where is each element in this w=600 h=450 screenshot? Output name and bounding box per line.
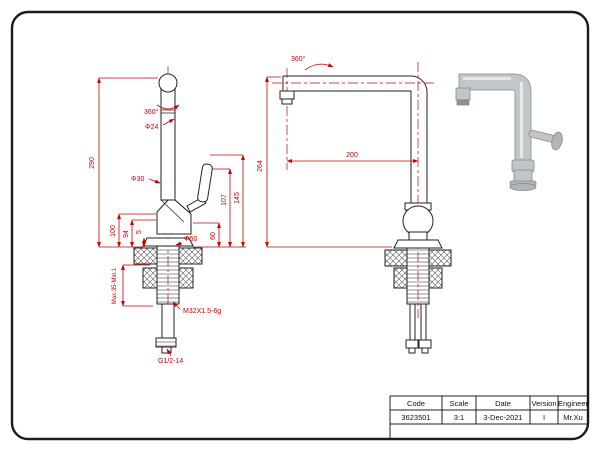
value-scale: 3:1 bbox=[454, 413, 464, 422]
body-detail bbox=[160, 199, 192, 223]
rendered-base-flange bbox=[509, 183, 537, 191]
hose-stub-1 bbox=[408, 347, 416, 354]
title-block: Code Scale Date Version Engineer 3623501… bbox=[389, 395, 589, 439]
inlet-fitting bbox=[155, 337, 177, 348]
arm-highlight bbox=[463, 77, 511, 80]
swivel-joint bbox=[161, 109, 175, 114]
leader-d30 bbox=[148, 178, 161, 184]
value-date: 3-Dec-2021 bbox=[483, 413, 522, 422]
ext-clamp bbox=[123, 264, 153, 307]
inlet-stub bbox=[161, 346, 172, 354]
dim-100-label: 100 bbox=[110, 225, 117, 237]
header-code: Code bbox=[407, 399, 425, 408]
hose-2 bbox=[420, 303, 427, 341]
dim-107-label: 107 bbox=[221, 194, 228, 206]
header-scale: Scale bbox=[450, 399, 469, 408]
dim-94-label: 94 bbox=[123, 230, 130, 238]
body-lower bbox=[408, 231, 428, 241]
faucet-body bbox=[156, 199, 192, 235]
counter-section-left bbox=[133, 247, 158, 265]
header-version: Version bbox=[531, 399, 556, 408]
locknut-right bbox=[178, 267, 194, 289]
counter-right-side bbox=[428, 249, 452, 267]
dim-d50-label: Φ50 bbox=[184, 236, 197, 243]
locknut-right-side bbox=[428, 267, 443, 289]
title-block-rows bbox=[389, 395, 588, 439]
escutcheon-side bbox=[393, 239, 443, 249]
dim-264-label: 264 bbox=[257, 160, 264, 172]
hose-stub-2 bbox=[421, 347, 429, 354]
aerator bbox=[281, 98, 293, 105]
rendered-view bbox=[455, 73, 563, 191]
front-view: 290 100 94 5 Max.35-Min.1 360° Φ24 Φ30 Φ… bbox=[89, 66, 246, 365]
dim-d30-label: Φ30 bbox=[131, 176, 144, 183]
leader-d50 bbox=[175, 241, 183, 246]
value-engineer: Mr.Xu bbox=[563, 413, 583, 422]
counter-section-right bbox=[178, 247, 203, 265]
value-version: I bbox=[543, 413, 545, 422]
threaded-shank bbox=[156, 245, 180, 305]
title-block-columns bbox=[441, 396, 559, 424]
rendered-aerator bbox=[456, 99, 470, 106]
locknut-left bbox=[142, 267, 158, 289]
dim-thread-label: M32X1.5-6g bbox=[183, 308, 221, 315]
handle-lever bbox=[197, 163, 213, 203]
header-engineer: Engineer bbox=[558, 399, 589, 408]
dim-360-side-label: 360° bbox=[291, 55, 306, 63]
spout-tube bbox=[160, 88, 176, 201]
dim-60-label: 60 bbox=[210, 232, 217, 240]
dim-d24-label: Φ24 bbox=[145, 124, 158, 131]
dim-clamp-label: Max.35-Min.1 bbox=[112, 267, 118, 304]
swivel-arc-side bbox=[304, 63, 334, 71]
spout-cap bbox=[158, 73, 178, 93]
hose-1 bbox=[409, 303, 416, 341]
dim-360-label: 360° bbox=[144, 108, 159, 116]
swivel-arc bbox=[156, 104, 180, 110]
supply-tube bbox=[161, 303, 175, 339]
dim-200-label: 200 bbox=[346, 152, 358, 159]
value-code: 3623501 bbox=[401, 413, 430, 422]
dim-inlet-label: G1/2-14 bbox=[158, 358, 183, 365]
leader-thread bbox=[172, 301, 181, 310]
tube-outer bbox=[283, 75, 428, 203]
locknut-left-side bbox=[393, 267, 408, 289]
rendered-handle-knob bbox=[551, 131, 563, 151]
tube-highlight bbox=[520, 82, 523, 158]
rendered-handle-arm bbox=[528, 129, 556, 143]
rendered-spout bbox=[455, 87, 471, 101]
leader-d24 bbox=[162, 118, 175, 126]
shank-side bbox=[406, 247, 430, 305]
dim-290-label: 290 bbox=[89, 157, 96, 169]
header-date: Date bbox=[495, 399, 511, 408]
spout-outlet bbox=[279, 90, 295, 100]
sheet-border bbox=[10, 10, 590, 441]
ext-264 bbox=[267, 76, 392, 248]
side-view: 360° 264 200 bbox=[257, 55, 452, 354]
hose-fitting-2 bbox=[418, 339, 432, 349]
tube-inner bbox=[283, 90, 412, 203]
dim-5-label: 5 bbox=[136, 230, 143, 234]
leader-inlet bbox=[166, 348, 172, 357]
counter-left-side bbox=[384, 249, 408, 267]
dim-145-label: 145 bbox=[234, 192, 241, 204]
hose-fitting-1 bbox=[405, 339, 419, 349]
